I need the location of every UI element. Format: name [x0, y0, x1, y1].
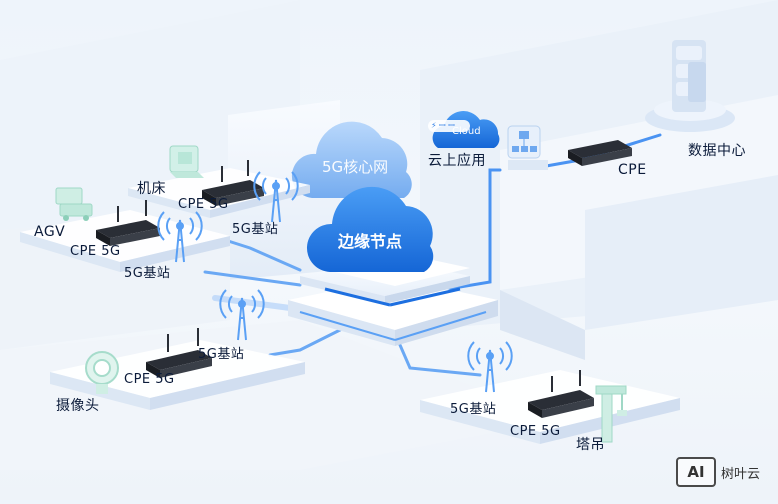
crane-station-label: 5G基站 [450, 402, 497, 417]
edge-node-cloud [306, 186, 434, 272]
link-to-machine-group [223, 238, 302, 272]
base-station-crane [467, 341, 513, 393]
camera-icon [85, 351, 119, 394]
base-station-camera [219, 289, 265, 341]
agv-station-label: 5G基站 [124, 266, 171, 281]
datacenter [645, 40, 735, 132]
crane-cpe-label: CPE 5G [510, 424, 561, 439]
link-edge-to-cloud [428, 168, 502, 294]
datacenter-cpe-router [568, 140, 632, 166]
link-to-camera-group [268, 328, 342, 357]
machine-tool-label: 机床 [137, 181, 166, 197]
datacenter-label: 数据中心 [688, 143, 746, 159]
camera-station-label: 5G基站 [198, 347, 245, 362]
camera-label: 摄像头 [56, 398, 100, 414]
watermark: AI 树叶云 [676, 455, 772, 489]
cloud-badge: ⚡ ꟷ ꟷ [431, 121, 455, 130]
machine-tool-icon [169, 145, 204, 178]
link-to-crane-group [398, 343, 482, 377]
cpe-router-agv [96, 200, 160, 246]
datacenter-cpe-label: CPE [618, 162, 647, 178]
cpe-router-machine [202, 160, 264, 206]
edge-node-label: 边缘节点 [338, 232, 403, 251]
machine-cpe-label: CPE 5G [178, 197, 229, 212]
cpe-router-camera [146, 328, 212, 378]
link-to-agv-group [203, 270, 302, 287]
watermark-logo: AI [676, 457, 716, 487]
agv-icon [55, 187, 93, 221]
base-station-machine [253, 171, 299, 223]
crane-label: 塔吊 [576, 437, 605, 453]
cloud-app-cloud-text: Cloud [452, 126, 481, 137]
cpe-router-crane [528, 370, 594, 418]
machine-station-label: 5G基站 [232, 222, 279, 237]
base-station-agv [157, 211, 203, 263]
core-network-label: 5G核心网 [322, 158, 389, 176]
cloud-app-label: 云上应用 [428, 153, 486, 169]
small-cloud [428, 111, 500, 148]
cloud-app-icon [507, 125, 548, 170]
watermark-text: 树叶云 [721, 466, 761, 482]
core-network-cloud [291, 121, 412, 198]
crane-icon [595, 385, 627, 443]
camera-cpe-label: CPE 5G [124, 372, 175, 387]
agv-cpe-label: CPE 5G [70, 244, 121, 259]
agv-label: AGV [34, 224, 66, 240]
